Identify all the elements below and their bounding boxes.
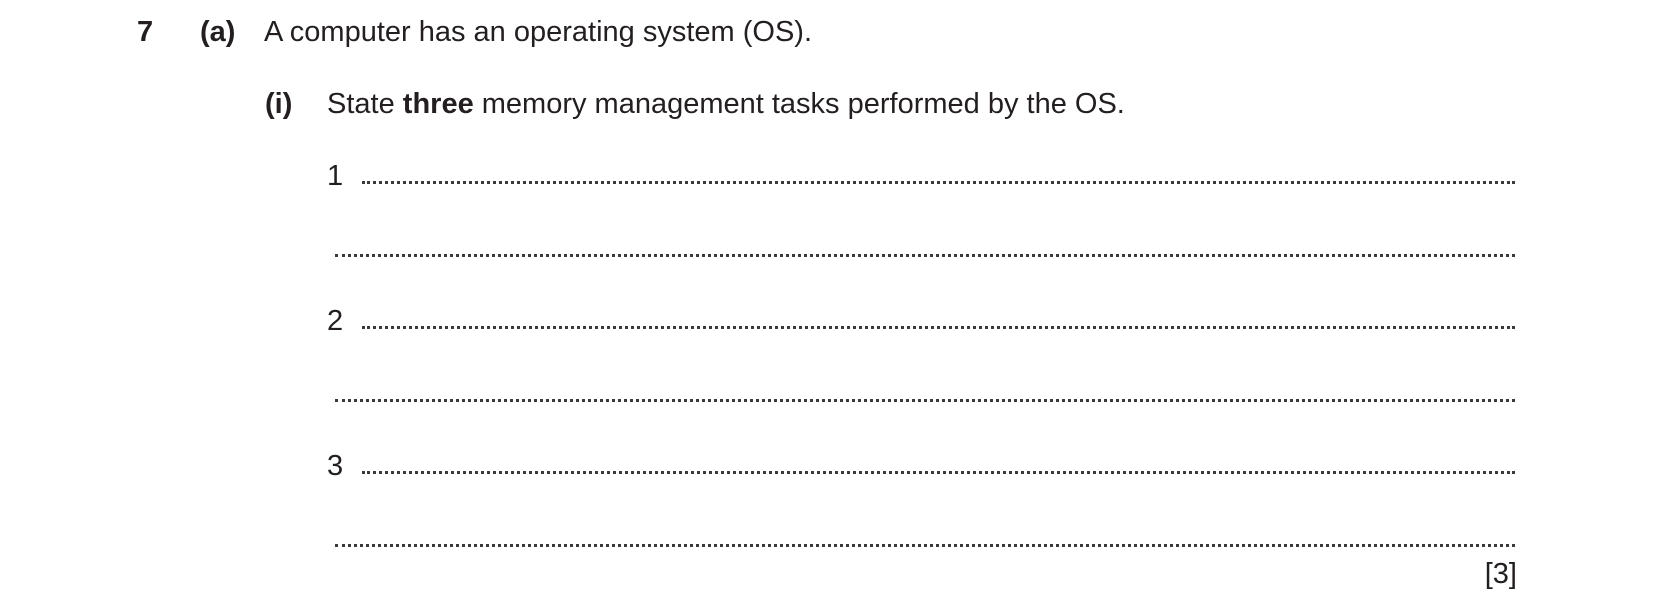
- subpart-label: (i): [265, 88, 293, 120]
- answer-number-3: 3: [327, 450, 344, 482]
- answer-line-1b[interactable]: [335, 254, 1515, 257]
- prompt-text-before: State: [327, 88, 403, 120]
- answer-line-3a[interactable]: [362, 471, 1515, 474]
- answer-line-2a[interactable]: [362, 326, 1515, 329]
- answer-line-1a[interactable]: [362, 181, 1515, 184]
- marks-allocation: [3]: [1484, 558, 1517, 590]
- prompt-text-bold: three: [402, 88, 474, 120]
- subpart-prompt: State three memory management tasks perf…: [327, 88, 1125, 121]
- answer-line-3b[interactable]: [335, 544, 1515, 547]
- part-label: (a): [200, 16, 236, 48]
- question-stem: A computer has an operating system (OS).: [264, 16, 813, 48]
- answer-number-1: 1: [327, 160, 344, 192]
- question-number: 7: [137, 16, 154, 48]
- answer-number-2: 2: [327, 305, 344, 337]
- answer-line-2b[interactable]: [335, 399, 1515, 402]
- prompt-text-after: memory management tasks performed by the…: [473, 88, 1125, 120]
